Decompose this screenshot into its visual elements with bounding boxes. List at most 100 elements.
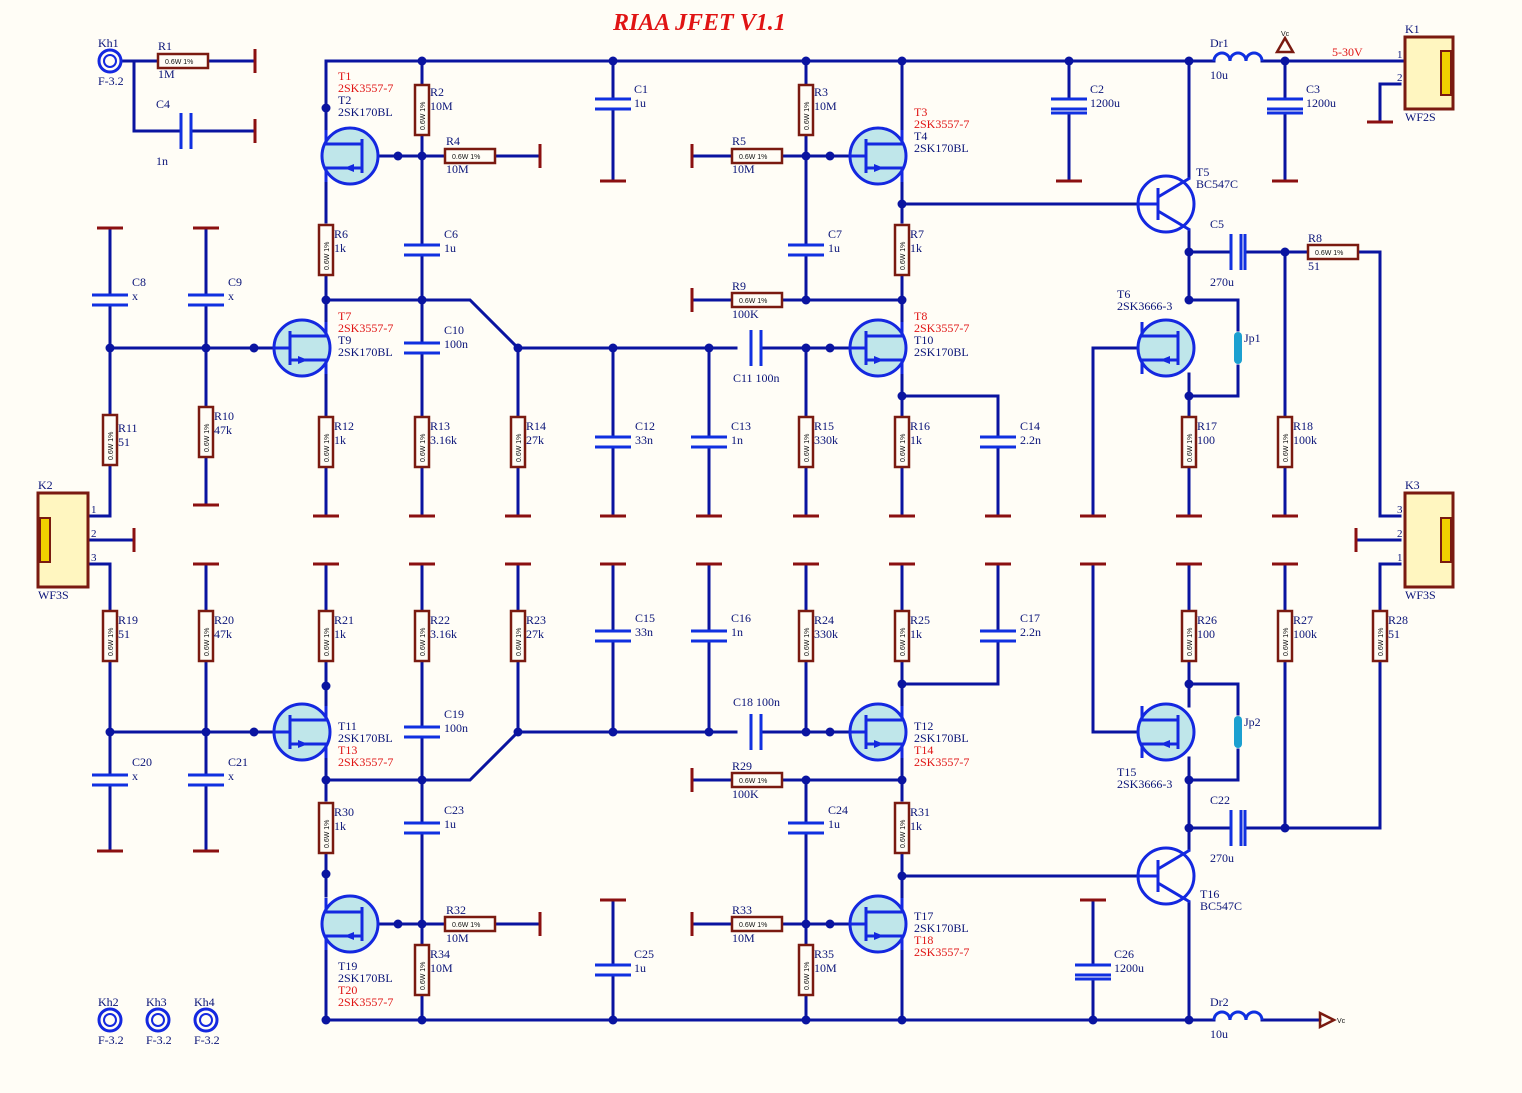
transistor-alt-ref: T13	[338, 743, 357, 757]
resistor-marking: 0.6W 1%	[900, 820, 907, 848]
capacitor-gap	[402, 342, 442, 354]
resistor-value: 3.16k	[430, 433, 457, 447]
capacitor-gap	[750, 712, 762, 752]
resistor-marking: 0.6W 1%	[452, 154, 480, 161]
transistor-type: 2SK170BL	[914, 731, 969, 745]
resistor-marking: 0.6W 1%	[1187, 434, 1194, 462]
inductor-value: 10u	[1210, 1027, 1228, 1041]
resistor-value: 10M	[446, 931, 469, 945]
capacitor-ref: C12	[635, 419, 655, 433]
fet-drain	[866, 898, 904, 914]
fet-arrow	[1160, 356, 1170, 364]
bjt-emitter	[1157, 881, 1191, 904]
resistor-marking: 0.6W 1%	[739, 922, 767, 929]
resistor-marking: 0.6W 1%	[165, 59, 193, 66]
resistor-value: 1k	[910, 433, 922, 447]
capacitor-value: 1200u	[1090, 96, 1120, 110]
capacitor-gap	[978, 630, 1018, 642]
resistor-ref: R7	[910, 227, 924, 241]
wire	[1378, 562, 1402, 613]
capacitor-gap	[593, 436, 633, 448]
connector-pin: 1	[1397, 552, 1403, 564]
resistor-ref: R27	[1293, 613, 1313, 627]
capacitor-ref: C10	[444, 323, 464, 337]
transistor-type: 2SK170BL	[914, 921, 969, 935]
resistor-marking: 0.6W 1%	[324, 628, 331, 656]
capacitor-ref: C20	[132, 755, 152, 769]
transistor-ref: T16	[1200, 887, 1219, 901]
fet-drain	[866, 322, 904, 338]
resistor-marking: 0.6W 1%	[108, 628, 115, 656]
resistor-marking: 0.6W 1%	[1378, 628, 1385, 656]
resistor-r32	[443, 915, 497, 933]
fet-arrow	[298, 740, 308, 748]
capacitor-value: 1u	[444, 241, 456, 255]
resistor-marking: 0.6W 1%	[420, 962, 427, 990]
transistor-type: BC547C	[1196, 177, 1238, 191]
capacitor-gap	[786, 822, 826, 834]
wires	[86, 35, 1407, 1030]
capacitor-gap	[90, 294, 130, 306]
junction-dot	[1088, 1015, 1098, 1025]
inductor-dr2	[1212, 1010, 1264, 1021]
junction-dot	[825, 343, 835, 353]
mounting-hole	[193, 1007, 219, 1033]
resistor-value: 3.16k	[430, 627, 457, 641]
capacitor-value: x	[228, 769, 234, 783]
transistor-alt-type: 2SK3557-7	[338, 995, 393, 1009]
jfet-t15	[1136, 702, 1196, 762]
capacitor-gap	[689, 436, 729, 448]
junction-dot	[321, 103, 331, 113]
resistor-marking: 0.6W 1%	[420, 102, 427, 130]
resistor-ref: R18	[1293, 419, 1313, 433]
resistor-value: 100k	[1293, 627, 1317, 641]
transistor-ref: T15	[1117, 765, 1136, 779]
connector-pin: 3	[91, 552, 97, 564]
inductor-ref: Dr2	[1210, 995, 1229, 1009]
junction-dot	[608, 1015, 618, 1025]
resistor-marking: 0.6W 1%	[739, 778, 767, 785]
hole-type: F-3.2	[98, 1033, 124, 1047]
resistor-ref: R6	[334, 227, 348, 241]
capacitor-value: 1200u	[1114, 961, 1144, 975]
fet-drain	[324, 898, 362, 914]
resistor-marking: 0.6W 1%	[804, 962, 811, 990]
transistor-alt-type: 2SK3557-7	[338, 321, 393, 335]
junction-dot	[608, 56, 618, 66]
junction-dot	[321, 869, 331, 879]
capacitor-gap	[786, 244, 826, 256]
connector-pin: 2	[91, 528, 97, 540]
junction-dot	[249, 343, 259, 353]
capacitor-value: 33n	[635, 625, 653, 639]
capacitor-ref: C21	[228, 755, 248, 769]
wire	[1187, 298, 1240, 332]
connector-pin: 1	[91, 504, 97, 516]
wire	[324, 729, 521, 782]
capacitor-gap	[180, 111, 192, 151]
hole-ref: Kh4	[194, 995, 215, 1009]
resistor-r26	[1180, 609, 1198, 663]
wire	[86, 463, 112, 518]
capacitor-ref: C14	[1020, 419, 1040, 433]
mounting-hole	[145, 1007, 171, 1033]
resistor-r25	[893, 609, 911, 663]
capacitor-gap	[1049, 98, 1089, 110]
resistor-r22	[413, 609, 431, 663]
transistor-ref: T6	[1117, 287, 1130, 301]
resistor-marking: 0.6W 1%	[108, 432, 115, 460]
resistor-r10	[197, 405, 215, 459]
jfet-t6	[1136, 318, 1196, 378]
resistor-r4	[443, 147, 497, 165]
connector-type: WF2S	[1405, 110, 1436, 124]
resistor-value: 1k	[910, 241, 922, 255]
resistor-value: 1k	[334, 433, 346, 447]
bjt-collector	[1157, 848, 1191, 871]
resistor-r33	[730, 915, 784, 933]
capacitor-gap	[1073, 964, 1113, 976]
capacitor-ref: C26	[1114, 947, 1134, 961]
resistor-r6	[317, 223, 335, 277]
resistor-r17	[1180, 415, 1198, 469]
resistor-marking: 0.6W 1%	[204, 628, 211, 656]
resistor-value: 10M	[446, 162, 469, 176]
